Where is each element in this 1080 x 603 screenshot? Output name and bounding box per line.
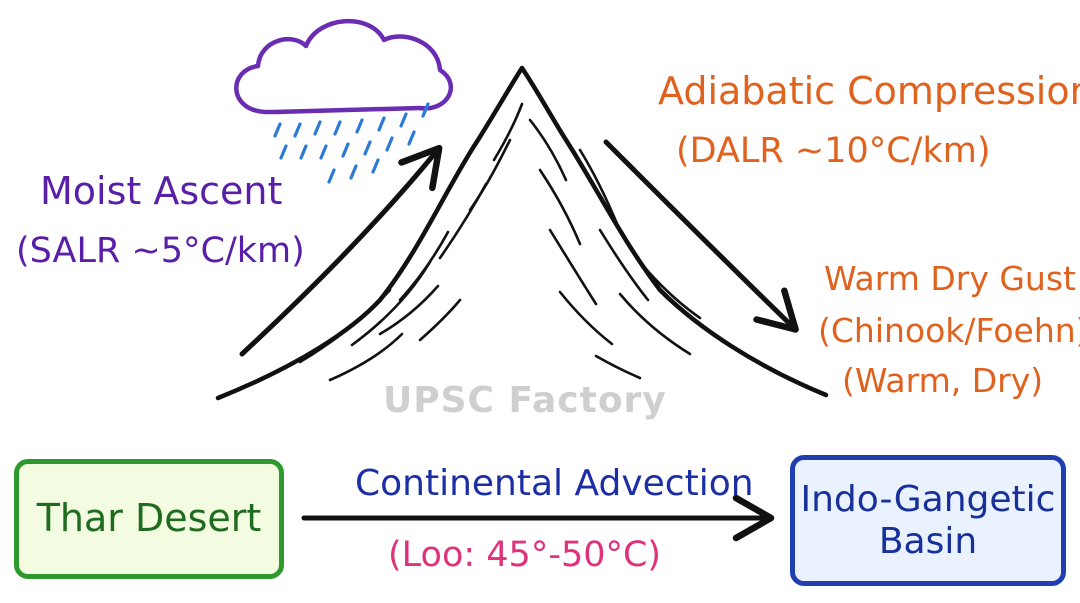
watermark: UPSC Factory (383, 380, 667, 421)
rain-cloud-icon (234, 18, 453, 184)
ascent-arrow (239, 144, 443, 357)
advection-subtitle: (Loo: 45°-50°C) (388, 535, 662, 575)
gust-title: Warm Dry Gust (824, 259, 1076, 298)
descent-arrow (603, 139, 799, 333)
advection-title: Continental Advection (355, 463, 754, 504)
moist-ascent-subtitle: (SALR ~5°C/km) (16, 231, 305, 271)
compression-title: Adiabatic Compression (658, 69, 1080, 113)
mountain-icon (215, 65, 829, 401)
indo-gangetic-line2: Basin (878, 520, 978, 562)
thar-desert-label: Thar Desert (36, 496, 262, 541)
gust-description: (Warm, Dry) (842, 361, 1044, 400)
compression-subtitle: (DALR ~10°C/km) (676, 131, 991, 171)
moist-ascent-title: Moist Ascent (40, 169, 283, 213)
indo-gangetic-line1: Indo-Gangetic (800, 479, 1056, 521)
indo-gangetic-basin-box: Indo-Gangetic Basin (790, 455, 1066, 586)
thar-desert-box: Thar Desert (14, 459, 284, 579)
indo-gangetic-label: Indo-Gangetic Basin (801, 479, 1056, 562)
gust-type: (Chinook/Foehn) (818, 311, 1080, 350)
